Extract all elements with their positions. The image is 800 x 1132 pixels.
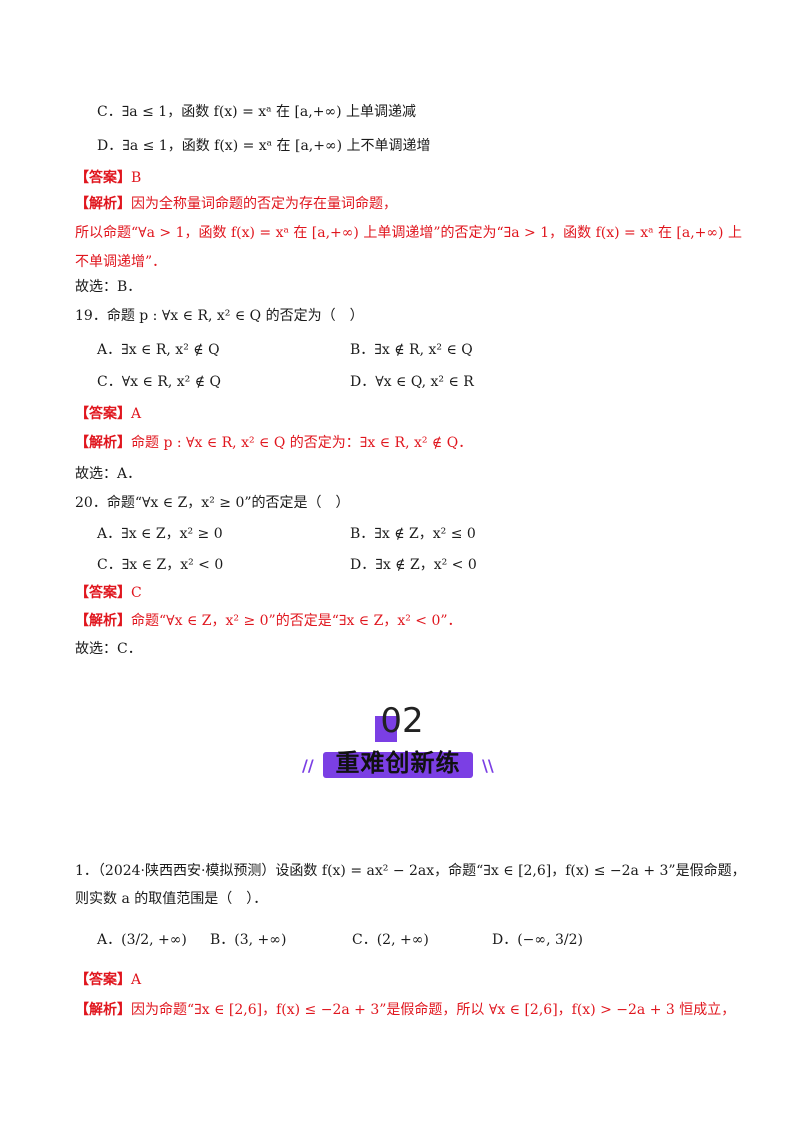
q19-analysis-1: 【解析】命题 p : ∀x ∈ R, x² ∈ Q 的否定为：∃x ∈ R, x…: [75, 432, 472, 454]
q18-analysis-1: 【解析】因为全称量词命题的否定为存在量词命题，: [75, 193, 397, 215]
analysis-text: 命题 p : ∀x ∈ R, x² ∈ Q 的否定为：∃x ∈ R, x² ∉ …: [131, 435, 473, 451]
q20-option-c: C．∃x ∈ Z，x² < 0: [97, 557, 224, 573]
p1-option-a: A．(3/2, +∞): [97, 932, 187, 948]
q18-answer: 【答案】B: [75, 167, 141, 189]
q18-choose: 故选：B．: [75, 279, 142, 295]
q20-choose: 故选：C．: [75, 641, 142, 657]
analysis-tag: 【解析】: [75, 613, 131, 629]
analysis-tag: 【解析】: [75, 196, 131, 212]
answer-value: A: [131, 972, 142, 988]
q18-analysis-2: 所以命题“∀a > 1，函数 f(x) = xᵃ 在 [a,+∞) 上单调递增”…: [75, 225, 742, 241]
section-number-accent: [375, 716, 397, 742]
answer-tag: 【答案】: [75, 406, 131, 422]
analysis-tag: 【解析】: [75, 435, 131, 451]
q18-option-d: D．∃a ≤ 1，函数 f(x) = xᵃ 在 [a,+∞) 上不单调递增: [97, 138, 431, 154]
q20-analysis-1: 【解析】命题“∀x ∈ Z，x² ≥ 0”的否定是“∃x ∈ Z，x² < 0”…: [75, 610, 462, 632]
q18-analysis-3: 不单调递增”．: [75, 254, 167, 270]
answer-value: B: [131, 170, 142, 186]
answer-tag: 【答案】: [75, 972, 131, 988]
answer-value: A: [131, 406, 142, 422]
p1-option-d: D．(−∞, 3/2): [492, 932, 583, 948]
q20-option-d: D．∃x ∉ Z，x² < 0: [350, 557, 477, 573]
q20-option-b: B．∃x ∉ Z，x² ≤ 0: [350, 526, 476, 542]
q19-option-b: B．∃x ∉ R, x² ∈ Q: [350, 342, 473, 358]
section-left-deco: //: [302, 756, 314, 775]
p1-answer: 【答案】A: [75, 969, 141, 991]
section-right-deco: \\: [482, 756, 494, 775]
section-title: 重难创新练: [335, 749, 461, 777]
q19-option-c: C．∀x ∈ R, x² ∉ Q: [97, 374, 222, 390]
q20-stem: 20．命题“∀x ∈ Z，x² ≥ 0”的否定是（ ）: [75, 495, 350, 511]
answer-tag: 【答案】: [75, 585, 131, 601]
section-number: 02: [380, 701, 424, 741]
p1-option-c: C．(2, +∞): [352, 932, 429, 948]
p1-stem-2: 则实数 a 的取值范围是（ ）．: [75, 891, 268, 907]
q19-answer: 【答案】A: [75, 403, 141, 425]
section-title-highlight: [323, 752, 473, 778]
analysis-text: 命题“∀x ∈ Z，x² ≥ 0”的否定是“∃x ∈ Z，x² < 0”．: [131, 613, 462, 629]
q19-choose: 故选：A．: [75, 466, 142, 482]
q20-answer: 【答案】C: [75, 582, 142, 604]
answer-value: C: [131, 585, 142, 601]
q18-option-c: C．∃a ≤ 1，函数 f(x) = xᵃ 在 [a,+∞) 上单调递减: [97, 104, 417, 120]
p1-option-b: B．(3, +∞): [210, 932, 287, 948]
analysis-text: 因为全称量词命题的否定为存在量词命题，: [131, 196, 397, 212]
analysis-tag: 【解析】: [75, 1002, 131, 1018]
p1-analysis-1: 【解析】因为命题“∃x ∈ [2,6]，f(x) ≤ −2a + 3”是假命题，…: [75, 999, 735, 1021]
q19-stem: 19．命题 p : ∀x ∈ R, x² ∈ Q 的否定为（ ）: [75, 308, 364, 324]
p1-stem-1: 1．（2024·陕西西安·模拟预测）设函数 f(x) = ax² − 2ax，命…: [75, 863, 746, 879]
answer-tag: 【答案】: [75, 170, 131, 186]
analysis-text: 因为命题“∃x ∈ [2,6]，f(x) ≤ −2a + 3”是假命题，所以 ∀…: [131, 1002, 736, 1018]
q19-option-d: D．∀x ∈ Q, x² ∈ R: [350, 374, 474, 390]
q20-option-a: A．∃x ∈ Z，x² ≥ 0: [97, 526, 223, 542]
q19-option-a: A．∃x ∈ R, x² ∉ Q: [97, 342, 220, 358]
